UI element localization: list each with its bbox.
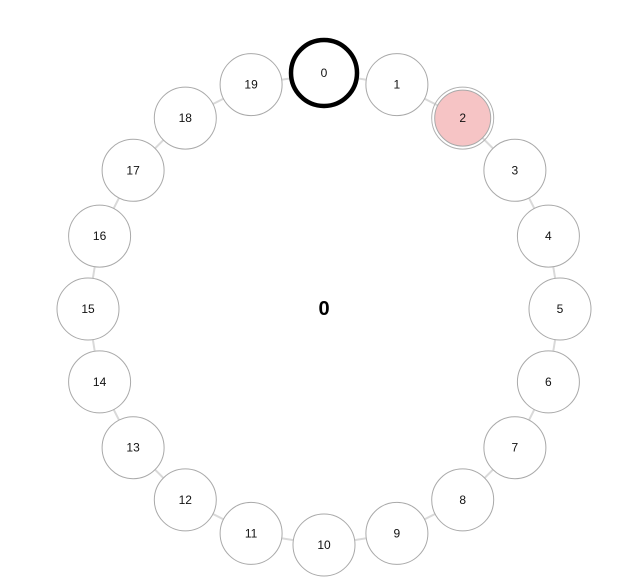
- board-node-circle[interactable]: [56, 277, 120, 341]
- board-node-9[interactable]: 9: [365, 501, 429, 565]
- board-node-13[interactable]: 13: [101, 416, 165, 480]
- board-node-circle[interactable]: [516, 204, 580, 268]
- board-node-circle[interactable]: [434, 89, 492, 147]
- board-node-circle[interactable]: [288, 37, 360, 109]
- board-node-11[interactable]: 11: [219, 501, 283, 565]
- board-node-circle[interactable]: [516, 350, 580, 414]
- board-node-circle[interactable]: [219, 501, 283, 565]
- board-node-12[interactable]: 12: [153, 468, 217, 532]
- board-node-circle[interactable]: [528, 277, 592, 341]
- board-node-10[interactable]: 10: [292, 513, 356, 577]
- highlight-ring: [431, 86, 495, 150]
- board-node-3[interactable]: 3: [483, 138, 547, 202]
- board-node-circle[interactable]: [101, 416, 165, 480]
- board-node-circle[interactable]: [365, 501, 429, 565]
- board-node-18[interactable]: 18: [153, 86, 217, 150]
- board-node-circle[interactable]: [153, 86, 217, 150]
- board-node-circle[interactable]: [292, 513, 356, 577]
- board-node-6[interactable]: 6: [516, 350, 580, 414]
- board-node-circle[interactable]: [153, 468, 217, 532]
- board-node-15[interactable]: 15: [56, 277, 120, 341]
- board-node-5[interactable]: 5: [528, 277, 592, 341]
- center-value: 0: [318, 298, 329, 320]
- board-node-19[interactable]: 19: [219, 53, 283, 117]
- board-node-circle[interactable]: [68, 204, 132, 268]
- board-node-1[interactable]: 1: [365, 53, 429, 117]
- board-node-circle[interactable]: [431, 468, 495, 532]
- board-node-circle[interactable]: [483, 138, 547, 202]
- board-node-16[interactable]: 16: [68, 204, 132, 268]
- board-node-2[interactable]: 2: [431, 86, 495, 150]
- board-node-17[interactable]: 17: [101, 138, 165, 202]
- board-node-0[interactable]: 0: [288, 37, 360, 109]
- board-node-8[interactable]: 8: [431, 468, 495, 532]
- board-node-4[interactable]: 4: [516, 204, 580, 268]
- board-node-14[interactable]: 14: [68, 350, 132, 414]
- board-node-7[interactable]: 7: [483, 416, 547, 480]
- board-node-circle[interactable]: [483, 416, 547, 480]
- board-node-circle[interactable]: [219, 53, 283, 117]
- board-node-circle[interactable]: [365, 53, 429, 117]
- board-node-circle[interactable]: [101, 138, 165, 202]
- board-node-circle[interactable]: [68, 350, 132, 414]
